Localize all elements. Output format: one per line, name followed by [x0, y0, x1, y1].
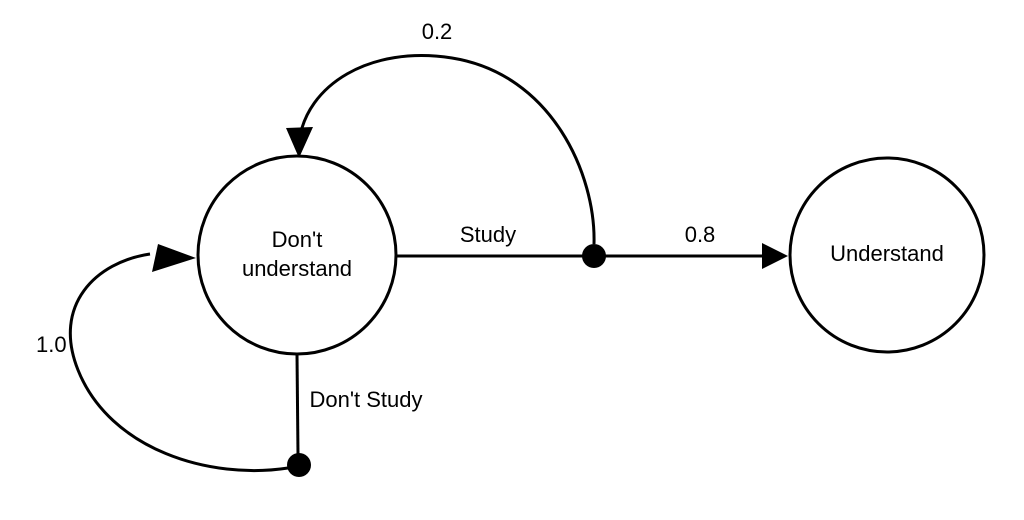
edge-dont-understand-to-dont-study-action [295, 353, 300, 456]
state-label-understand: Understand [830, 241, 944, 266]
action-node-dont-study[interactable] [287, 453, 311, 477]
arrowhead-study-back-loop [286, 127, 313, 158]
action-label-study: Study [460, 222, 516, 247]
action-node-study[interactable] [582, 244, 606, 268]
probability-label-dont-study-to-dont-understand: 1.0 [36, 332, 67, 357]
edge-study-action-to-dont-understand [297, 54, 596, 245]
state-label-dont-understand-line1: Don't [272, 227, 323, 252]
state-node-understand[interactable] [788, 156, 986, 354]
state-label-dont-understand-line2: understand [242, 256, 352, 281]
arrowhead-dont-study-loop [152, 244, 196, 272]
action-label-dont-study: Don't Study [309, 387, 422, 412]
state-node-dont-understand[interactable] [196, 154, 398, 356]
arrowhead-study-to-understand [762, 243, 788, 269]
probability-label-study-to-understand: 0.8 [685, 222, 716, 247]
probability-label-study-to-dont-understand: 0.2 [422, 19, 453, 44]
edge-dont-study-action-to-dont-understand [68, 252, 289, 472]
